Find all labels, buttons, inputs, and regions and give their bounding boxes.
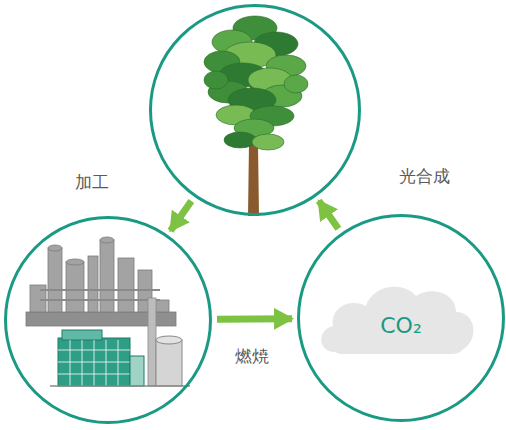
factory-building [50, 298, 190, 386]
flow-arrow [319, 201, 339, 229]
flow-arrow [217, 315, 292, 323]
gas-label: CO₂ [380, 299, 422, 338]
circle-outline [4, 216, 212, 424]
circle-node [149, 4, 361, 216]
tree-foliage [204, 16, 308, 150]
process-label: 加工 [73, 171, 111, 194]
process-label: 光合成 [397, 165, 452, 188]
circle-node [4, 216, 212, 424]
circle-outline [149, 4, 361, 216]
process-label: 燃焼 [233, 345, 271, 368]
cloud [321, 287, 473, 354]
circle-node: CO₂ [297, 214, 505, 422]
flow-arrow [171, 201, 192, 231]
